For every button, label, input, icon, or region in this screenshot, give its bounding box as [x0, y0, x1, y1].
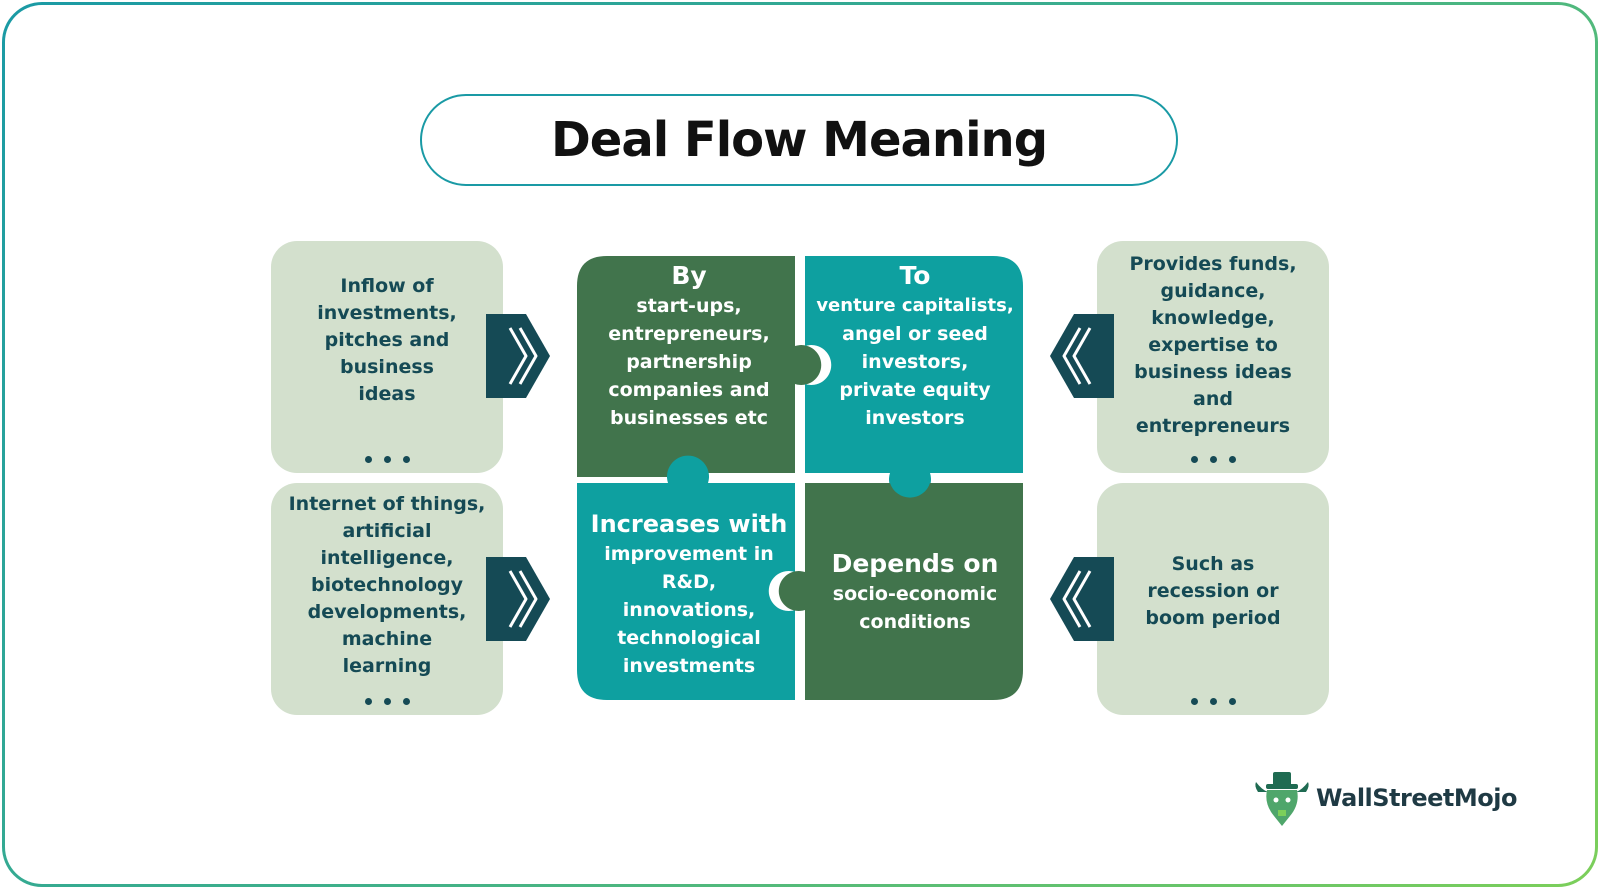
piece-line: start-ups,	[636, 295, 742, 317]
page-title: Deal Flow Meaning	[550, 112, 1048, 168]
double-chevron-left-icon	[1050, 314, 1114, 398]
card-line: business ideas	[1134, 361, 1292, 383]
ellipsis-dots-icon	[1097, 456, 1329, 463]
ellipsis-dots-icon	[271, 698, 503, 705]
right-card-top: Provides funds, guidance, knowledge, exp…	[1097, 241, 1329, 473]
piece-heading: Depends on	[831, 549, 999, 578]
card-line: developments,	[307, 601, 467, 623]
double-chevron-right-icon	[486, 557, 550, 641]
brand-logo: WallStreetMojo	[1252, 770, 1542, 830]
puzzle-piece-bottom-left	[577, 455, 795, 700]
piece-line: conditions	[859, 611, 971, 633]
right-card-bottom: Such as recession or boom period	[1097, 483, 1329, 715]
piece-line: partnership	[626, 351, 752, 373]
card-line: business	[340, 356, 434, 378]
card-line: Inflow of	[340, 275, 434, 297]
puzzle-text-top-left: By start-ups, entrepreneurs, partnership…	[579, 260, 799, 432]
card-line: ideas	[358, 383, 416, 405]
title-banner: Deal Flow Meaning	[420, 94, 1178, 186]
piece-heading: To	[899, 261, 931, 290]
piece-line: investors	[865, 407, 965, 429]
piece-line: venture capitalists,	[816, 295, 1014, 316]
piece-line: entrepreneurs,	[608, 323, 770, 345]
card-line: pitches and	[324, 329, 450, 351]
bull-mascot-icon	[1255, 772, 1309, 826]
card-line: Such as	[1171, 553, 1255, 575]
piece-heading: Increases with	[590, 510, 788, 538]
card-line: knowledge,	[1151, 307, 1275, 329]
piece-line: businesses etc	[609, 407, 769, 429]
ellipsis-dots-icon	[271, 456, 503, 463]
brand-name: WallStreetMojo	[1316, 784, 1517, 812]
double-chevron-right-icon	[486, 314, 550, 398]
card-line: investments,	[317, 302, 457, 324]
card-line: Provides funds,	[1129, 253, 1297, 275]
card-line: intelligence,	[320, 547, 454, 569]
card-line: machine	[341, 628, 433, 650]
card-line: Internet of things,	[288, 493, 486, 515]
piece-line: innovations,	[622, 599, 756, 621]
card-line: biotechnology	[310, 574, 464, 596]
piece-line: investors,	[861, 351, 969, 373]
card-line: boom period	[1145, 607, 1281, 629]
puzzle-text-top-right: To venture capitalists, angel or seed in…	[804, 260, 1026, 432]
card-line: expertise to	[1148, 334, 1278, 356]
card-line: and	[1193, 388, 1233, 410]
piece-heading: By	[671, 261, 707, 290]
left-card-top: Inflow of investments, pitches and busin…	[271, 241, 503, 473]
puzzle-piece-bottom-right	[778, 483, 1023, 700]
piece-line: companies and	[608, 379, 770, 401]
piece-line: private equity	[839, 379, 991, 401]
piece-line: investments	[622, 655, 756, 677]
card-line: entrepreneurs	[1135, 415, 1291, 437]
card-line: artificial	[342, 520, 432, 542]
left-card-top-text: Inflow of investments, pitches and busin…	[281, 273, 493, 408]
card-line: learning	[342, 655, 432, 677]
ellipsis-dots-icon	[1097, 698, 1329, 705]
puzzle-text-bottom-left: Increases with improvement in R&D, innov…	[577, 508, 801, 680]
right-card-top-text: Provides funds, guidance, knowledge, exp…	[1107, 251, 1319, 440]
piece-line: angel or seed	[842, 323, 988, 345]
right-card-bottom-text: Such as recession or boom period	[1107, 551, 1319, 632]
puzzle-piece-top-left	[577, 256, 822, 477]
left-card-bottom-text: Internet of things, artificial intellige…	[281, 491, 493, 680]
card-line: guidance,	[1160, 280, 1266, 302]
left-card-bottom: Internet of things, artificial intellige…	[271, 483, 503, 715]
piece-line: R&D,	[661, 571, 717, 593]
piece-line: socio-economic	[832, 583, 998, 605]
puzzle-text-bottom-right: Depends on socio-economic conditions	[804, 548, 1026, 636]
piece-line: improvement in	[604, 543, 774, 565]
puzzle-piece-top-right	[805, 256, 1023, 501]
double-chevron-left-icon	[1050, 557, 1114, 641]
piece-line: technological	[617, 627, 761, 649]
card-line: recession or	[1147, 580, 1279, 602]
